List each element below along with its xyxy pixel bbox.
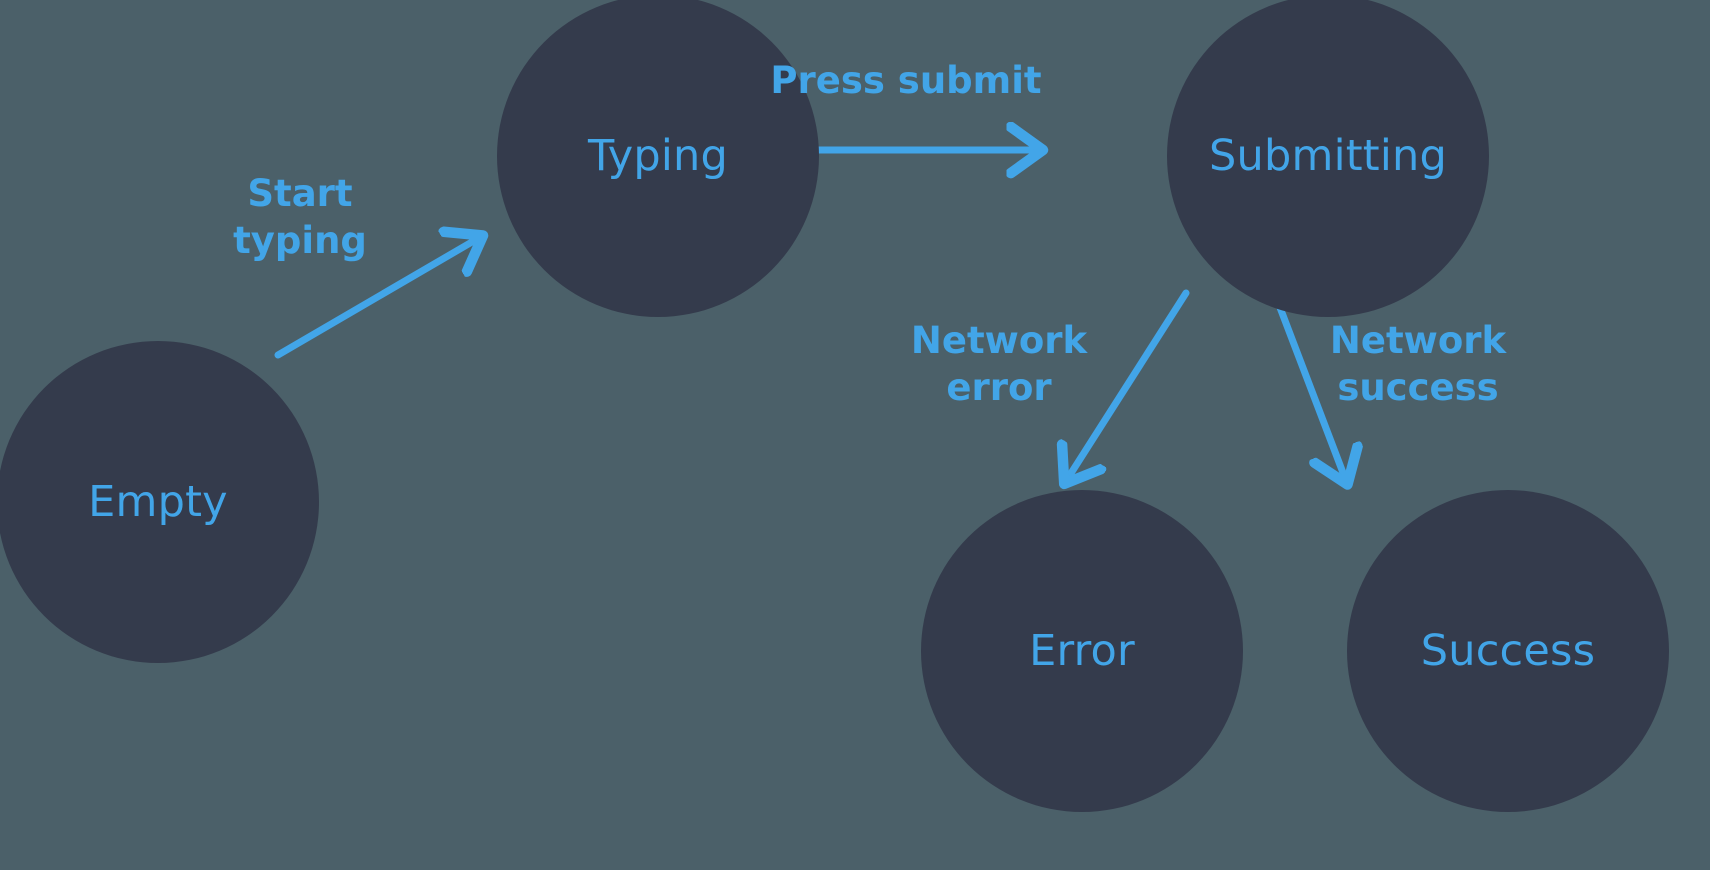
state-node-submitting-label: Submitting xyxy=(1209,131,1447,181)
state-node-success-label: Success xyxy=(1420,626,1596,676)
state-node-error[interactable]: Error xyxy=(921,490,1243,812)
edge-label-network-success: Network success xyxy=(1329,319,1507,410)
edge-label-network-error: Network error xyxy=(910,319,1088,410)
edge-label-press-submit: Press submit xyxy=(770,59,1042,102)
state-node-empty-label: Empty xyxy=(88,477,228,527)
state-node-error-label: Error xyxy=(1029,626,1135,676)
state-node-typing-label: Typing xyxy=(587,131,728,181)
state-node-success[interactable]: Success xyxy=(1347,490,1669,812)
state-node-empty[interactable]: Empty xyxy=(0,341,319,663)
edge-label-start-typing: Start typing xyxy=(233,172,367,263)
state-node-typing[interactable]: Typing xyxy=(497,0,819,317)
state-node-submitting[interactable]: Submitting xyxy=(1167,0,1489,317)
